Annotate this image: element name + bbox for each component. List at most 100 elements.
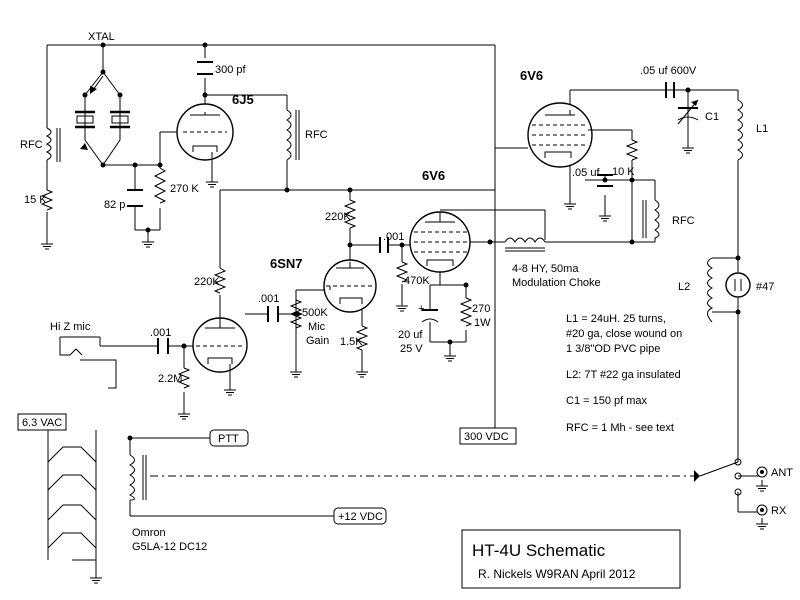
capacitor-001-mid: [267, 306, 279, 322]
label-001-mic: .001: [150, 327, 171, 339]
label-ant: ANT: [771, 467, 793, 479]
vdc12-box: [333, 507, 387, 525]
rfc-left: [45, 127, 61, 162]
inductor-l2: [707, 257, 714, 323]
filament-chain: [47, 446, 97, 549]
label-gain: Gain: [306, 335, 329, 347]
label-mic: Mic: [308, 321, 326, 333]
junction-dots: [100, 42, 741, 441]
schematic-author: R. Nickels W9RAN April 2012: [478, 567, 636, 581]
label-12vdc: +12 VDC: [338, 511, 383, 523]
label-hi-z-mic: Hi Z mic: [50, 321, 91, 333]
label-270: 270: [472, 303, 490, 315]
label-l1: L1: [756, 123, 768, 135]
resistor-470k: [395, 261, 409, 283]
resistor-10k: [625, 139, 639, 161]
label-rfc-left: RFC: [20, 139, 43, 151]
label-xtal: XTAL: [88, 31, 115, 43]
ptt-box: [209, 429, 249, 447]
label-rfc-pa: RFC: [672, 215, 695, 227]
modulation-choke: [504, 237, 546, 252]
tube-label-6v6-pa: 6V6: [520, 68, 543, 83]
tube-6sn7-lower: [192, 317, 248, 373]
mic-jack: [59, 336, 117, 389]
rfc-pa: [642, 199, 660, 239]
label-25v: 25 V: [400, 343, 423, 355]
capacitor-001-mic: [157, 338, 169, 354]
label-l2: L2: [678, 281, 690, 293]
label-6.3vac: 6.3 VAC: [22, 417, 62, 429]
label-2.2m: 2.2M: [158, 373, 182, 385]
label-470k: 470K: [404, 275, 430, 287]
note-line: L1 = 24uH. 25 turns,: [566, 313, 666, 325]
label-omron: Omron: [132, 527, 166, 539]
resistor-220k-lower: [213, 267, 227, 294]
crystal-2: [110, 110, 130, 129]
label-c1: C1: [705, 111, 719, 123]
variable-capacitor-c1: [677, 99, 699, 125]
capacitor-300pf: [197, 61, 213, 75]
label-choke-b: Modulation Choke: [512, 277, 601, 289]
title-box: [461, 529, 681, 589]
note-line: #20 ga, close wound on: [566, 328, 682, 340]
label-500k: 500K: [302, 307, 328, 319]
capacitor-05uf: [597, 174, 613, 187]
vdc300-box: [459, 427, 517, 445]
label-rfc-osc: RFC: [305, 129, 328, 141]
rfc-osc: [286, 109, 300, 161]
notes-block: L1 = 24uH. 25 turns, #20 ga, close wound…: [566, 313, 682, 434]
resistor-15k: [40, 189, 54, 211]
label-82p: 82 p: [104, 199, 125, 211]
note-line: C1 = 150 pf max: [566, 395, 648, 407]
wires: [46, 44, 760, 572]
label-220k-upper: 220K: [325, 211, 351, 223]
inductor-l1: [736, 99, 743, 161]
pilot-lamp-47: [725, 272, 751, 298]
label-001-mod: .001: [383, 231, 404, 243]
resistor-220k-upper: [343, 199, 357, 229]
label-g5la: G5LA-12 DC12: [132, 541, 207, 553]
capacitor-20uf: +: [418, 303, 439, 323]
tube-label-6v6-mod: 6V6: [422, 168, 445, 183]
label-1.5k: 1.5K: [340, 336, 363, 348]
potentiometer-500k: [289, 299, 303, 329]
note-line: 1 3/8"OD PVC pipe: [566, 343, 660, 355]
label-300pf: 300 pf: [215, 64, 247, 76]
label-05uf: .05 uf: [572, 167, 600, 179]
note-line: RFC = 1 Mh - see text: [566, 422, 674, 434]
tube-6j5: [176, 103, 234, 161]
crystal-1: [75, 110, 95, 129]
relay-coil: [128, 454, 147, 501]
capacitor-05uf-600v: [665, 82, 675, 98]
note-line: L2: 7T #22 ga insulated: [566, 369, 681, 381]
label-choke-a: 4-8 HY, 50ma: [512, 263, 579, 275]
ant-connector: [755, 466, 769, 492]
resistor-270-1w: [459, 297, 473, 327]
label-15k: 15 K: [24, 194, 47, 206]
label-05uf-600v: .05 uf 600V: [640, 65, 697, 77]
label-10k: 10 K: [612, 166, 635, 178]
label-1w: 1W: [474, 317, 491, 329]
tube-label-6sn7: 6SN7: [270, 256, 303, 271]
label-20uf: 20 uf: [398, 329, 423, 341]
vac-box: [17, 413, 67, 431]
resistor-1.5k: [355, 325, 369, 351]
label-ptt: PTT: [218, 433, 239, 445]
tube-label-6j5: 6J5: [232, 92, 254, 107]
label-47: #47: [756, 281, 774, 293]
capacitor-82p: [127, 189, 143, 207]
resistor-2.2m: [177, 367, 191, 389]
label-001-mid: .001: [258, 293, 279, 305]
tube-6v6-pa: [527, 102, 598, 168]
tube-6v6-modulator: [409, 211, 471, 273]
label-220k-mid: 220K: [194, 276, 220, 288]
label-270k: 270 K: [170, 183, 199, 195]
schematic-title: HT-4U Schematic: [472, 541, 606, 560]
relay-contacts: [694, 458, 742, 496]
xtal-switch: [80, 69, 123, 150]
tube-6sn7-upper: [323, 259, 377, 313]
resistor-270k: [153, 167, 167, 204]
svg-text:+: +: [418, 303, 424, 315]
rx-connector: [755, 504, 769, 530]
